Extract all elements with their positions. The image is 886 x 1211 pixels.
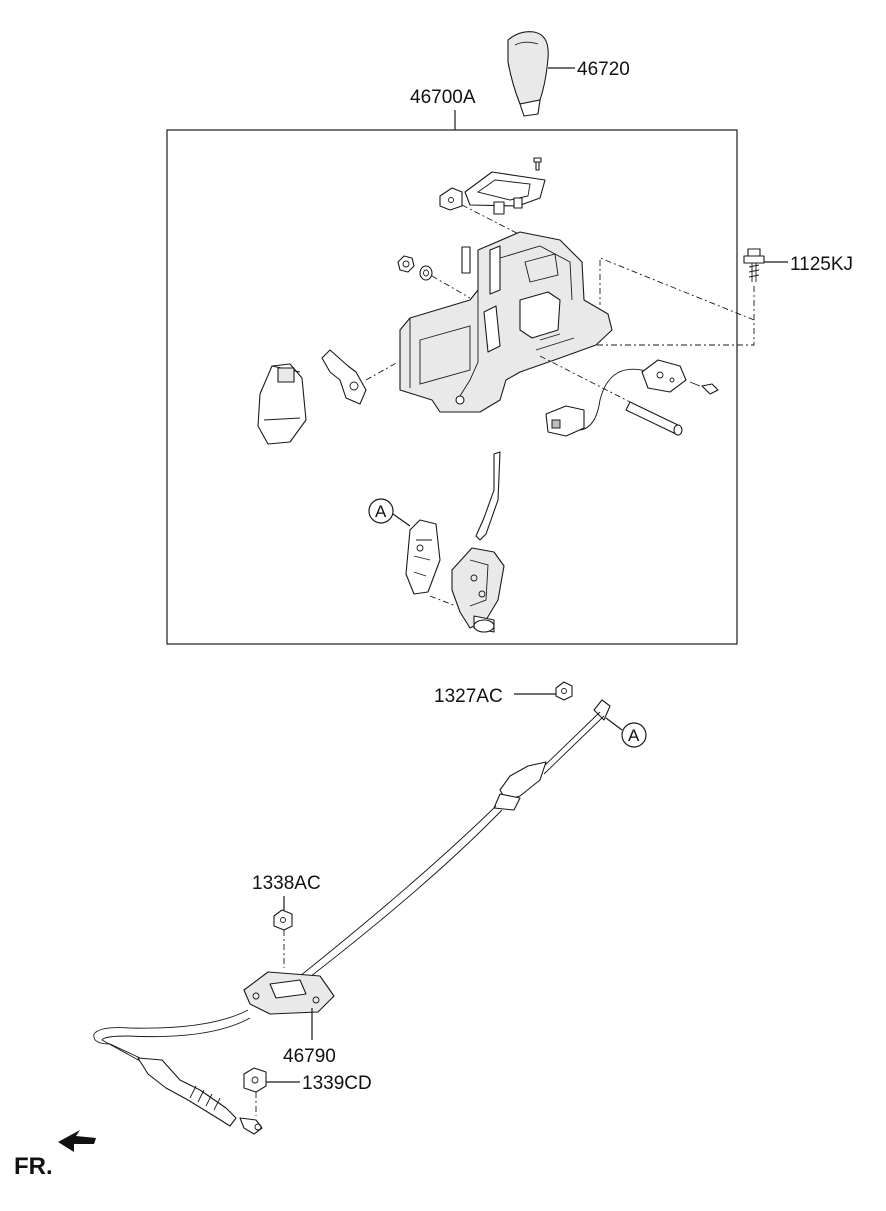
lever-base-part[interactable]: [451, 547, 505, 633]
screw-part[interactable]: [689, 381, 719, 395]
pin-dashline: [539, 355, 631, 403]
label-knob: 46720: [577, 59, 630, 80]
label-nut-upper: 1327AC: [434, 686, 503, 707]
shifter-housing-part[interactable]: [399, 231, 613, 413]
label-cable: 46790: [283, 1046, 336, 1067]
front-direction-indicator: FR.: [14, 1130, 96, 1180]
nut-lower-part[interactable]: [243, 1067, 267, 1116]
washer-part[interactable]: [419, 265, 433, 281]
bolt-part[interactable]: [743, 248, 765, 282]
nut-bracket-part[interactable]: [273, 909, 293, 968]
label-bolt: 1125KJ: [790, 254, 853, 275]
side-cover-part[interactable]: [257, 363, 307, 445]
callout-a-upper: A: [368, 498, 411, 527]
plate-link-dashline: [429, 595, 457, 607]
nut-part[interactable]: [397, 255, 415, 273]
callout-a-lower: A: [605, 717, 647, 748]
label-nut-bracket: 1338AC: [252, 873, 321, 894]
shift-cable-part[interactable]: [93, 699, 611, 1135]
shift-knob-part[interactable]: [507, 31, 549, 117]
spring-dashline: [365, 361, 399, 381]
bolt-install-dashline: [560, 257, 755, 346]
svg-text:A: A: [628, 726, 640, 745]
shift-rod-part[interactable]: [475, 451, 501, 541]
wiring-harness-part[interactable]: [545, 359, 687, 437]
pin-part[interactable]: [625, 401, 683, 436]
front-arrow-icon: [58, 1130, 96, 1152]
small-bracket-part[interactable]: [439, 187, 463, 211]
front-direction-label: FR.: [14, 1153, 53, 1180]
detent-spring-part[interactable]: [321, 349, 367, 405]
label-nut-lower: 1339CD: [302, 1073, 372, 1094]
detent-plate-part[interactable]: [405, 519, 441, 595]
nut-dashline: [431, 275, 471, 299]
top-cover-plate-part[interactable]: [464, 157, 546, 215]
assembly-frame: [166, 129, 738, 645]
svg-text:A: A: [375, 502, 387, 521]
nut-upper-part[interactable]: [555, 681, 573, 701]
label-lever-assembly: 46700A: [410, 87, 476, 108]
